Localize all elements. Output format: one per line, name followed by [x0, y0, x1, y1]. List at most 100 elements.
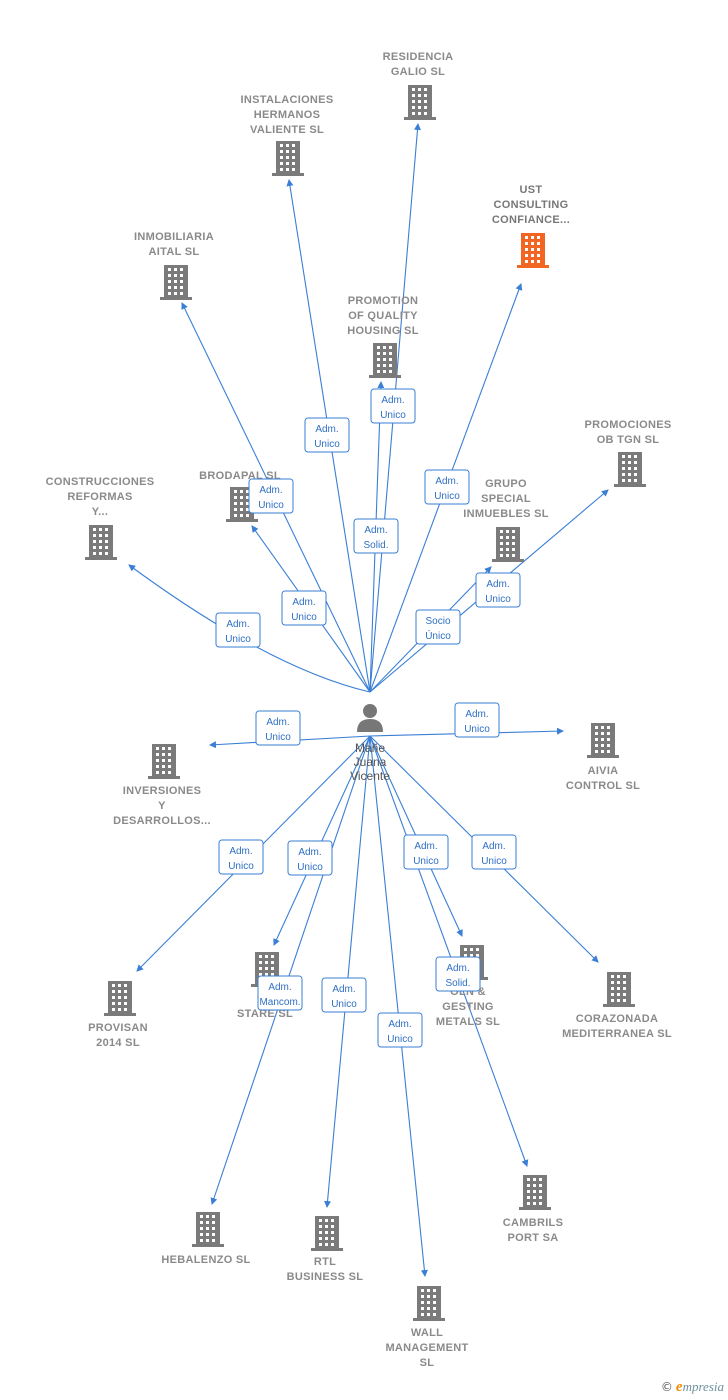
- company-label[interactable]: STARE SL: [237, 1008, 293, 1020]
- company-node-aivia[interactable]: AIVIA CONTROL SL: [566, 723, 640, 792]
- company-node-residencia[interactable]: RESIDENCIA GALIO SL: [383, 51, 454, 120]
- building-icon[interactable]: [272, 141, 304, 176]
- company-node-rtl[interactable]: RTL BUSINESS SL: [287, 1216, 364, 1283]
- role-badge-text: Unico: [314, 439, 340, 450]
- building-icon[interactable]: [614, 452, 646, 487]
- company-label[interactable]: INMOBILIARIA: [134, 231, 214, 243]
- building-icon[interactable]: [519, 1175, 551, 1210]
- company-label[interactable]: AIVIA: [588, 765, 619, 777]
- company-node-wall[interactable]: WALL MANAGEMENT SL: [385, 1286, 468, 1369]
- role-badge-wall[interactable]: Adm.Unico: [377, 1012, 423, 1048]
- company-label[interactable]: GALIO SL: [391, 66, 445, 78]
- building-icon[interactable]: [413, 1286, 445, 1321]
- company-node-inversiones[interactable]: INVERSIONES Y DESARROLLOS...: [113, 744, 211, 827]
- company-label[interactable]: RTL: [314, 1256, 336, 1268]
- role-badge-gesting[interactable]: Adm.Unico: [403, 834, 449, 870]
- company-label[interactable]: MEDITERRANEA SL: [562, 1028, 672, 1040]
- company-label[interactable]: CORAZONADA: [576, 1013, 658, 1025]
- company-node-provisan[interactable]: PROVISAN 2014 SL: [88, 981, 148, 1049]
- role-badge-inversiones[interactable]: Adm.Unico: [255, 710, 301, 746]
- role-badge-aivia[interactable]: Adm.Unico: [454, 702, 500, 738]
- company-label[interactable]: BUSINESS SL: [287, 1271, 364, 1283]
- company-label[interactable]: WALL: [411, 1327, 443, 1339]
- company-node-ust[interactable]: UST CONSULTING CONFIANCE...: [492, 184, 570, 268]
- company-node-grupo[interactable]: GRUPO SPECIAL INMUEBLES SL: [463, 478, 549, 562]
- building-icon[interactable]: [492, 527, 524, 562]
- company-label[interactable]: OB TGN SL: [597, 434, 660, 446]
- building-icon[interactable]: [160, 265, 192, 300]
- empresia-logo[interactable]: ©empresia: [661, 1379, 724, 1396]
- company-label[interactable]: HOUSING SL: [347, 325, 418, 337]
- company-node-hebalenzo[interactable]: HEBALENZO SL: [161, 1212, 250, 1266]
- company-node-instalaciones[interactable]: INSTALACIONES HERMANOS VALIENTE SL: [241, 94, 334, 176]
- company-label[interactable]: 2014 SL: [96, 1037, 140, 1049]
- company-node-promociones[interactable]: PROMOCIONES OB TGN SL: [584, 419, 671, 487]
- company-label[interactable]: OF QUALITY: [348, 310, 418, 322]
- company-label[interactable]: MANAGEMENT: [385, 1342, 468, 1354]
- company-node-inmobiliaria[interactable]: INMOBILIARIA AITAL SL: [134, 231, 214, 300]
- company-label[interactable]: PROMOCIONES: [584, 419, 671, 431]
- role-badge-cambrils[interactable]: Adm.Solid.: [435, 956, 481, 992]
- company-label[interactable]: CONSTRUCCIONES: [46, 476, 155, 488]
- company-label[interactable]: PORT SA: [508, 1232, 559, 1244]
- company-node-corazonada[interactable]: CORAZONADA MEDITERRANEA SL: [562, 972, 672, 1040]
- role-badge-corazonada[interactable]: Adm.Unico: [471, 834, 517, 870]
- company-label[interactable]: PROMOTION: [348, 295, 419, 307]
- company-label[interactable]: PROVISAN: [88, 1022, 148, 1034]
- company-label[interactable]: INSTALACIONES: [241, 94, 334, 106]
- company-label[interactable]: Y...: [92, 506, 109, 518]
- company-label[interactable]: CONFIANCE...: [492, 214, 570, 226]
- building-icon[interactable]: [603, 972, 635, 1007]
- building-icon[interactable]: [85, 525, 117, 560]
- company-label[interactable]: VALIENTE SL: [250, 124, 324, 136]
- role-badge-promotion[interactable]: Adm.Solid.: [353, 518, 399, 554]
- company-label[interactable]: CONSULTING: [494, 199, 569, 211]
- company-label[interactable]: GESTING: [442, 1001, 494, 1013]
- role-badge-inmobiliaria[interactable]: Adm.Unico: [248, 478, 294, 514]
- company-node-promotion[interactable]: PROMOTION OF QUALITY HOUSING SL: [347, 295, 418, 378]
- role-badge-provisan[interactable]: Adm.Unico: [218, 839, 264, 875]
- company-label[interactable]: METALS SL: [436, 1016, 500, 1028]
- building-icon[interactable]: [587, 723, 619, 758]
- role-badge-residencia[interactable]: Adm.Unico: [370, 388, 416, 424]
- role-badge-instalaciones[interactable]: Adm.Unico: [304, 417, 350, 453]
- role-badge-construcciones[interactable]: Adm.Unico: [215, 612, 261, 648]
- role-badge-ust[interactable]: Adm.Unico: [424, 469, 470, 505]
- company-label[interactable]: SPECIAL: [481, 493, 531, 505]
- building-icon[interactable]: [104, 981, 136, 1016]
- role-badge-brodapal[interactable]: Adm.Unico: [281, 590, 327, 626]
- building-icon[interactable]: [192, 1212, 224, 1247]
- building-icon[interactable]: [148, 744, 180, 779]
- company-label[interactable]: REFORMAS: [67, 491, 132, 503]
- role-badge-rtl[interactable]: Adm.Unico: [321, 977, 367, 1013]
- company-label[interactable]: CONTROL SL: [566, 780, 640, 792]
- company-label[interactable]: CAMBRILS: [503, 1217, 563, 1229]
- company-label[interactable]: INMUEBLES SL: [463, 508, 549, 520]
- building-icon[interactable]: [404, 85, 436, 120]
- company-label[interactable]: AITAL SL: [149, 246, 200, 258]
- role-badge-postare[interactable]: Adm.Unico: [287, 840, 333, 876]
- person-name[interactable]: Vicente: [350, 769, 390, 783]
- company-label[interactable]: UST: [520, 184, 543, 196]
- company-node-construcciones[interactable]: CONSTRUCCIONES REFORMAS Y...: [46, 476, 155, 560]
- company-label[interactable]: RESIDENCIA: [383, 51, 454, 63]
- building-icon[interactable]: [311, 1216, 343, 1251]
- company-label[interactable]: DESARROLLOS...: [113, 815, 211, 827]
- building-icon[interactable]: [517, 233, 549, 268]
- company-label[interactable]: HEBALENZO SL: [161, 1254, 250, 1266]
- person-name[interactable]: Juana: [354, 755, 387, 769]
- person-name[interactable]: Mañe: [355, 741, 385, 755]
- person-icon[interactable]: [357, 704, 383, 732]
- role-badge-promociones[interactable]: Adm.Unico: [475, 572, 521, 608]
- company-label[interactable]: Y: [158, 800, 166, 812]
- company-node-cambrils[interactable]: CAMBRILS PORT SA: [503, 1175, 563, 1244]
- company-label[interactable]: HERMANOS: [254, 109, 321, 121]
- company-label[interactable]: INVERSIONES: [123, 785, 202, 797]
- company-label[interactable]: SL: [420, 1357, 435, 1369]
- company-label[interactable]: GRUPO: [485, 478, 527, 490]
- building-icon[interactable]: [369, 343, 401, 378]
- role-badge-hebalenzo[interactable]: Adm.Mancom.: [257, 975, 303, 1011]
